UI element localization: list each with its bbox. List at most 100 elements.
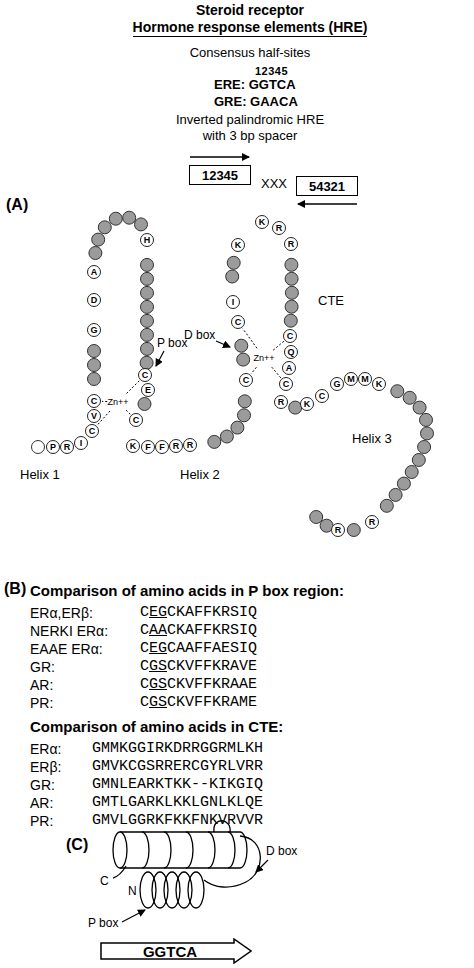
sequence-text: CKVFFKRAAE [167, 676, 257, 694]
residue-circle [285, 258, 298, 271]
region-label: D box [266, 842, 297, 860]
row-label: AR: [30, 794, 53, 812]
hre-half-site-box: 12345 [189, 165, 251, 185]
residue-circle [109, 212, 122, 225]
dbd-3d-sketch [113, 821, 260, 908]
residue-circle [413, 401, 426, 414]
row-label: NERKI ERα: [30, 622, 108, 640]
sequence-text: CKVFFKRAME [167, 694, 257, 712]
residue-circle [421, 427, 434, 440]
row-label: PR: [30, 812, 53, 830]
amino-acid-letter: A [286, 364, 293, 373]
amino-acid-circle: M [344, 372, 358, 386]
consensus-sequence: GRE: GAACA [214, 93, 298, 111]
region-label: D box [184, 326, 215, 344]
sequence-text: CKAFFKRSIQ [167, 622, 257, 640]
amino-acid-circle: R [284, 237, 298, 251]
orientation-arrow [190, 156, 249, 158]
amino-acid-circle: E [141, 383, 155, 397]
residue-circle [98, 221, 111, 234]
amino-acid-letter: C [287, 332, 294, 341]
row-label: EAAE ERα: [30, 640, 103, 658]
amino-acid-circle: C [239, 373, 253, 387]
amino-acid-letter: I [80, 439, 83, 448]
residue-circle [231, 421, 244, 434]
amino-acid-circle: K [372, 377, 386, 391]
residue-circle [285, 300, 298, 313]
row-label: GR: [30, 776, 55, 794]
amino-acid-circle: C [129, 413, 143, 427]
amino-acid-letter: I [232, 298, 235, 307]
residue-circle [89, 247, 102, 260]
terminus-line [113, 866, 126, 878]
residue-circle [135, 218, 148, 231]
leader-arrow [122, 910, 145, 922]
zinc-bond [126, 381, 139, 394]
residue-circle [420, 413, 433, 426]
pbox-residues: AA [149, 622, 167, 640]
table-heading: Comparison of amino acids in CTE: [30, 718, 283, 736]
residue-circle [141, 258, 154, 271]
sequence-text: GMTLGARKLKKLGNLKLQE [92, 794, 263, 812]
residue-circle [310, 511, 323, 524]
zinc-bond [272, 367, 281, 378]
residue-circle [138, 398, 151, 411]
zinc-label: Zn++ [253, 353, 274, 364]
residue-circle [389, 488, 402, 501]
terminus-label: C [100, 872, 109, 890]
amino-acid-letter: F [145, 443, 151, 452]
terminus-label: N [128, 882, 137, 900]
row-label: ERα,ERβ: [30, 604, 93, 622]
amino-acid-circle: A [282, 361, 296, 375]
amino-acid-letter: E [145, 386, 151, 395]
residue-circle [412, 454, 425, 467]
helix-label: Helix 2 [180, 466, 220, 484]
amino-acid-letter: D [91, 296, 98, 305]
amino-acid-letter: H [144, 236, 151, 245]
residue-circle [391, 385, 404, 398]
amino-acid-circle: G [87, 323, 101, 337]
residue-circle [141, 314, 154, 327]
helix-label: Helix 1 [20, 466, 60, 484]
sequence-text: CAAFFAESIQ [167, 640, 257, 658]
residue-circle [397, 477, 410, 490]
residue-circle [141, 286, 154, 299]
residue-circle [226, 270, 239, 283]
hre-half-site-box: 54321 [296, 176, 358, 196]
amino-acid-letter: C [235, 318, 242, 327]
helix-cylinder-end [113, 832, 127, 868]
amino-acid-letter: M [347, 375, 355, 384]
amino-acid-circle: A [87, 265, 101, 279]
row-label: ERβ: [30, 758, 61, 776]
sequence-text: C [140, 640, 149, 658]
amino-acid-circle: R [272, 221, 286, 235]
amino-acid-letter: K [235, 241, 242, 250]
region-label: P box [157, 334, 187, 352]
amino-acid-circle: K [255, 215, 269, 229]
amino-acid-letter: C [91, 397, 98, 406]
consensus-sequence: ERE: GGTCA [214, 76, 296, 94]
amino-acid-circle: H [140, 233, 154, 247]
sequence-text: GMVKCGSRRERCGYRLVRR [92, 758, 263, 776]
zinc-bond [251, 367, 256, 374]
residue-circle [123, 211, 136, 224]
spacer-text: XXX [261, 175, 287, 193]
amino-acid-circle: C [231, 315, 245, 329]
residue-circle [285, 286, 298, 299]
residue-circle [227, 256, 240, 269]
amino-acid-letter: G [90, 326, 97, 335]
loop-line [204, 836, 260, 887]
table-heading: Comparison of amino acids in P box regio… [30, 582, 344, 600]
figure-subtitle: Hormone response elements (HRE) [133, 19, 368, 37]
amino-acid-letter: G [333, 380, 340, 389]
amino-acid-letter: R [288, 240, 295, 249]
pbox-residues: GS [149, 694, 167, 712]
amino-acid-circle: V [87, 409, 101, 423]
amino-acid-letter: P [50, 443, 56, 452]
amino-acid-circle: R [60, 440, 74, 454]
amino-acid-letter: K [304, 400, 311, 409]
region-label: CTE [318, 292, 344, 310]
zinc-bond [126, 410, 130, 414]
panel-letter: (A) [6, 196, 28, 214]
